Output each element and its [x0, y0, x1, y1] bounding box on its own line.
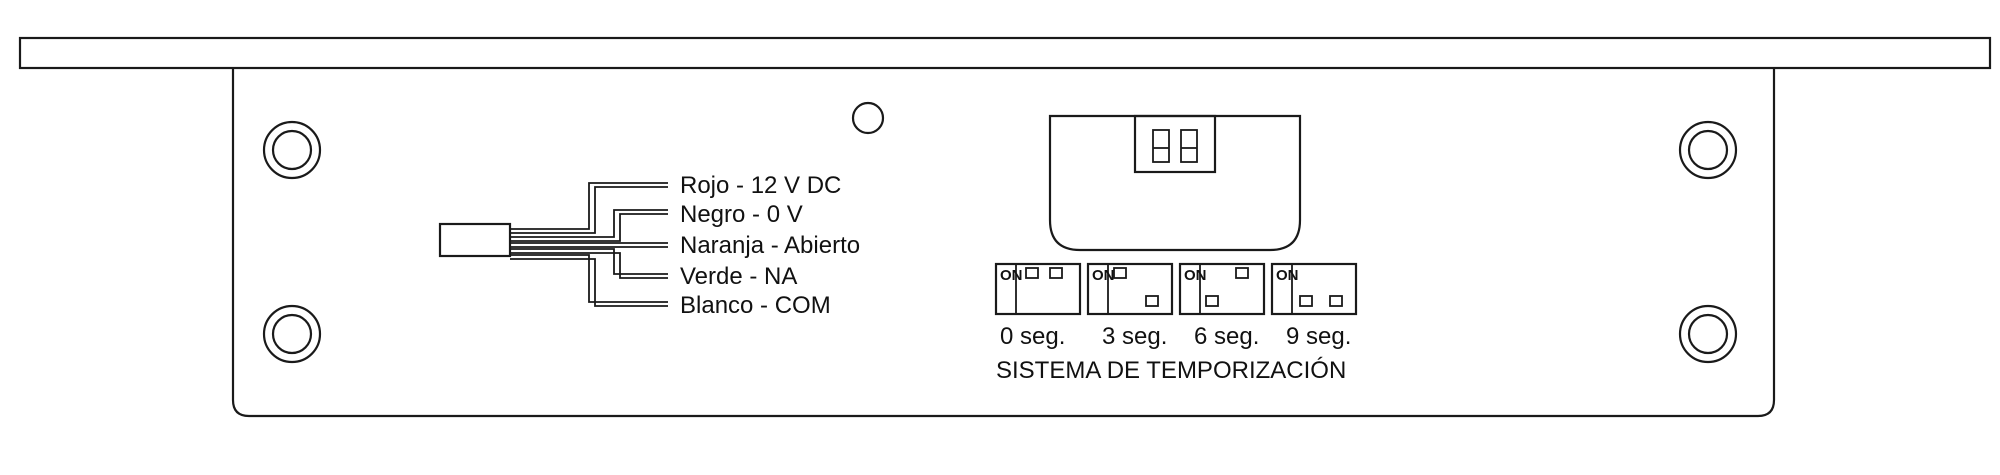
mounting-bar — [18, 36, 1992, 70]
device-plate — [231, 68, 1776, 418]
wire-blanco-inner — [510, 258, 668, 307]
dip-switch-2[interactable] — [1180, 129, 1198, 163]
wire-rojo — [510, 182, 668, 230]
on-label: ON — [1184, 267, 1207, 284]
timer-label-0: 0 seg. — [1000, 323, 1065, 350]
timer-label-3: 3 seg. — [1102, 323, 1167, 350]
switch-pos-1 — [1205, 295, 1219, 307]
switch-pos-2 — [1145, 295, 1159, 307]
on-label: ON — [1092, 267, 1115, 284]
dip-switch-1[interactable] — [1152, 129, 1170, 163]
wire-rojo-inner — [510, 186, 668, 234]
wire-label-rojo: Rojo - 12 V DC — [680, 172, 841, 199]
on-label: ON — [1276, 267, 1299, 284]
screw-hole-bottom-left — [262, 304, 322, 364]
wire-label-blanco: Blanco - COM — [680, 292, 831, 319]
switch-pos-1 — [1025, 267, 1039, 279]
timer-label-6: 6 seg. — [1194, 323, 1259, 350]
system-label: SISTEMA DE TEMPORIZACIÓN — [996, 357, 1346, 384]
dip-switch-block — [1133, 114, 1217, 174]
switch-pos-2 — [1235, 267, 1249, 279]
wire-label-naranja: Naranja - Abierto — [680, 232, 860, 259]
timer-config-9: ON — [1270, 262, 1358, 316]
switch-pos-1 — [1299, 295, 1313, 307]
switch-pos-1 — [1113, 267, 1127, 279]
wire-negro — [510, 209, 668, 238]
wire-blanco — [510, 254, 668, 303]
screw-hole-top-left — [262, 120, 322, 180]
wire-label-negro: Negro - 0 V — [680, 201, 803, 228]
wire-negro-inner — [510, 213, 668, 242]
wire-harness — [510, 182, 668, 307]
cable-connector — [438, 222, 512, 258]
wire-verde-inner — [510, 252, 668, 279]
timer-config-3: ON — [1086, 262, 1174, 316]
wire-verde — [510, 248, 668, 275]
dip-module-housing — [1048, 114, 1302, 252]
wire-label-verde: Verde - NA — [680, 263, 797, 290]
timer-config-6: ON — [1178, 262, 1266, 316]
indicator-hole — [851, 101, 885, 135]
timer-config-0: ON — [994, 262, 1082, 316]
timer-label-9: 9 seg. — [1286, 323, 1351, 350]
switch-pos-2 — [1329, 295, 1343, 307]
on-label: ON — [1000, 267, 1023, 284]
switch-pos-2 — [1049, 267, 1063, 279]
screw-hole-top-right — [1678, 120, 1738, 180]
screw-hole-bottom-right — [1678, 304, 1738, 364]
